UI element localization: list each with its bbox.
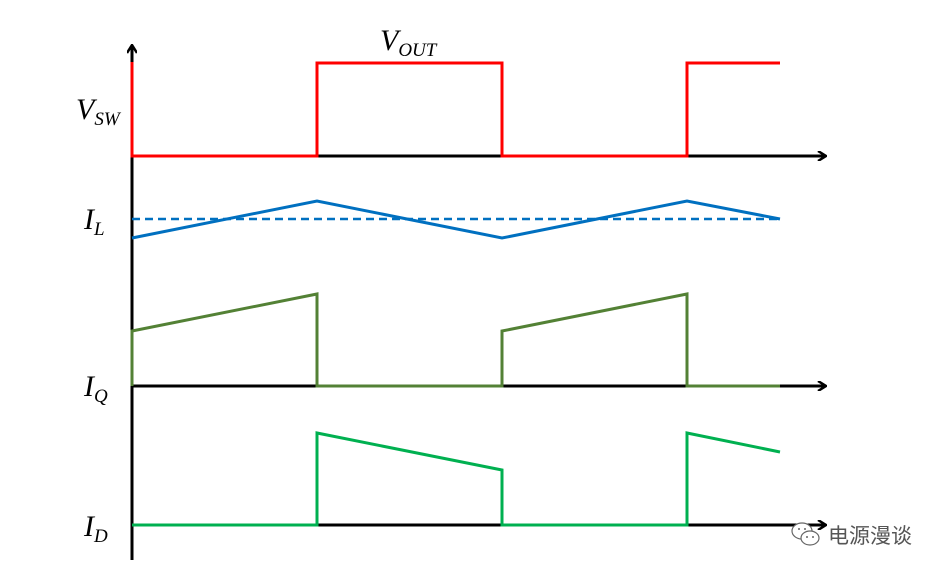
watermark-text: 电源漫谈 (828, 524, 912, 548)
iq-waveform (130, 292, 780, 388)
label-id: ID (84, 510, 108, 547)
wechat-icon (791, 522, 820, 546)
label-vsw: VSW (76, 93, 120, 130)
id-waveform (132, 431, 781, 527)
vsw-waveform (130, 61, 780, 158)
watermark: 电源漫谈 (790, 520, 912, 550)
il-waveform (131, 199, 781, 240)
label-vout: VOUT (380, 24, 437, 61)
label-il: IL (84, 203, 105, 240)
label-iq: IQ (84, 370, 108, 407)
